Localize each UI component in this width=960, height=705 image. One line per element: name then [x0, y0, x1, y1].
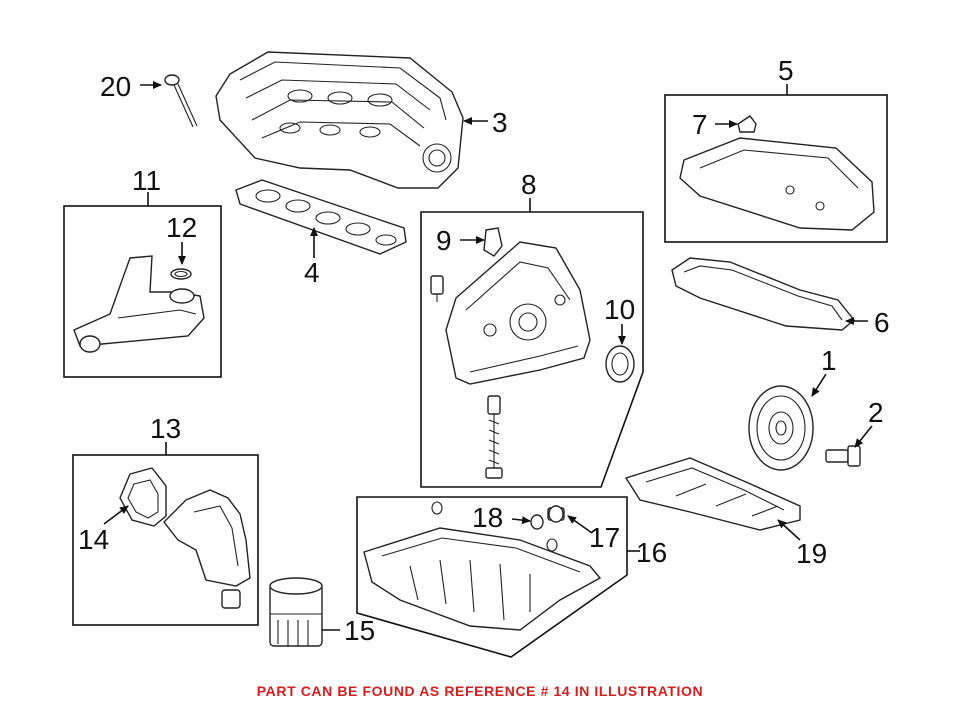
crank-seal-part	[605, 345, 635, 383]
valve-cover-gasket-part	[671, 257, 855, 331]
sensor-part	[430, 275, 444, 302]
reference-caption: PART CAN BE FOUND AS REFERENCE # 14 IN I…	[256, 683, 704, 699]
callout-5: 5	[778, 55, 794, 86]
o-ring-inner	[174, 270, 188, 278]
pump-seal-part	[483, 227, 503, 257]
callout-1: 1	[821, 345, 837, 376]
manifold-gasket-part	[235, 179, 407, 255]
intake-manifold-part	[215, 51, 464, 189]
callout-9: 9	[436, 225, 452, 256]
leader-lines	[103, 81, 873, 631]
callout-12: 12	[166, 212, 197, 243]
callout-2: 2	[868, 397, 884, 428]
windage-tray-part	[624, 457, 801, 531]
callout-7: 7	[692, 109, 708, 140]
pulley-bolt-part	[825, 445, 861, 467]
callout-14: 14	[78, 524, 109, 555]
oil-filter-part	[269, 577, 323, 647]
dipstick-part	[164, 74, 198, 128]
callout-19: 19	[796, 538, 827, 569]
callout-16: 16	[636, 537, 667, 568]
filter-housing-part	[163, 489, 251, 609]
crank-pulley-part	[748, 385, 814, 471]
oil-pump-part	[445, 241, 591, 385]
oil-pan-part	[363, 501, 602, 631]
drain-washer-part	[530, 514, 544, 530]
callout-11: 11	[132, 165, 161, 196]
group-box-5	[664, 94, 888, 243]
callout-4: 4	[304, 257, 320, 288]
pump-bolt-part	[485, 395, 503, 479]
o-ring-part	[170, 268, 192, 280]
callout-13: 13	[150, 413, 181, 444]
callout-17: 17	[589, 522, 620, 553]
group-box-8	[420, 211, 644, 488]
oil-pipe-part	[73, 255, 205, 353]
callout-6: 6	[874, 307, 890, 338]
callout-20: 20	[100, 71, 131, 102]
grommet-part	[737, 115, 757, 133]
callout-10: 10	[604, 294, 635, 325]
housing-gasket-part	[119, 467, 167, 527]
callout-8: 8	[521, 169, 537, 200]
callout-3: 3	[492, 107, 508, 138]
callout-15: 15	[344, 615, 375, 646]
group-box-16	[356, 496, 628, 658]
engine-cover-part	[679, 137, 875, 231]
group-box-11	[63, 205, 222, 378]
callout-18: 18	[472, 502, 503, 533]
drain-plug-part	[547, 505, 565, 523]
